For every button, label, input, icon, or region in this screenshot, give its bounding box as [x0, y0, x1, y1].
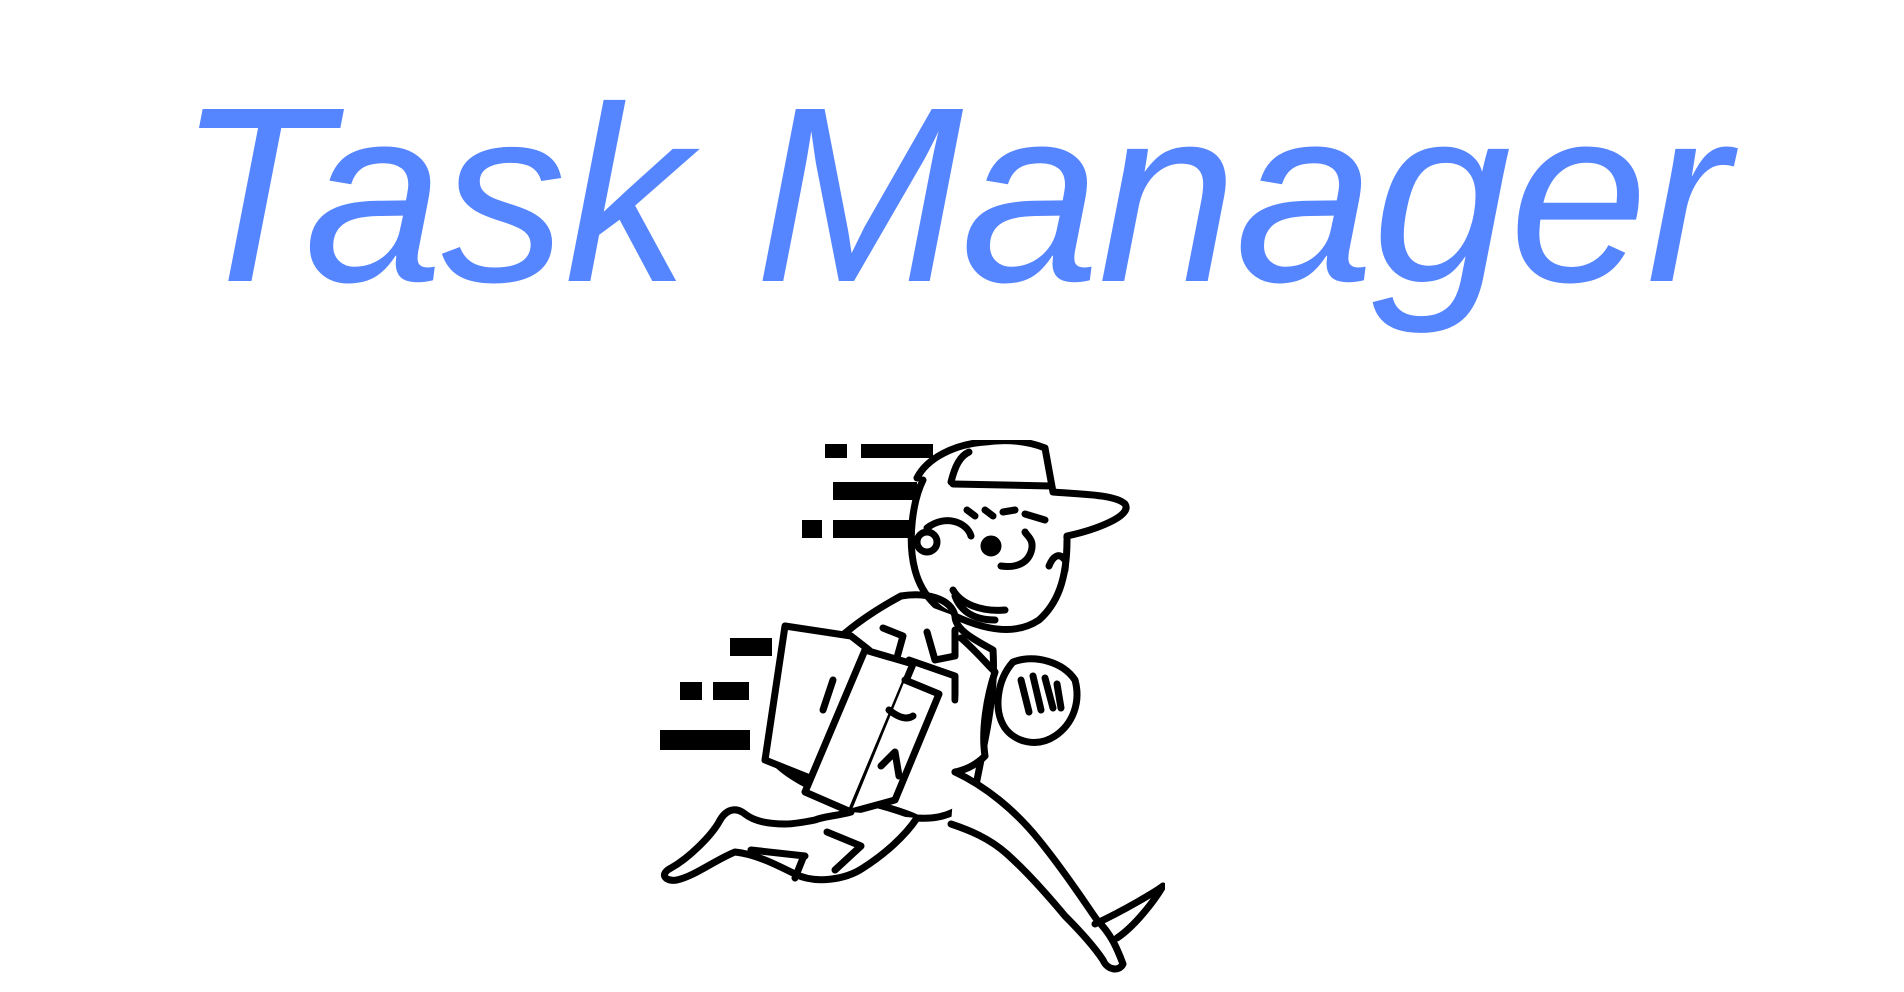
running-courier-mascot-icon: [655, 440, 1165, 980]
mascot-drawing: [660, 440, 1165, 973]
speed-lines-icon: [660, 444, 933, 750]
page-title: Task Manager: [176, 55, 1730, 334]
